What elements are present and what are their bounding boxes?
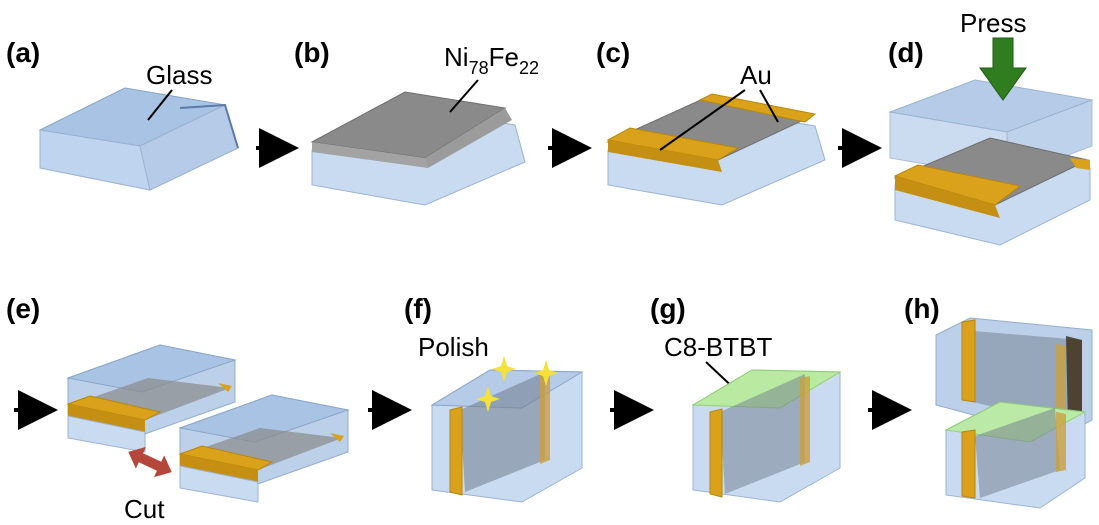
cut-arrow-icon <box>128 446 172 478</box>
panel-label-b: (b) <box>294 37 330 68</box>
glass-label: Glass <box>146 60 212 90</box>
panel-label-h: (h) <box>904 293 940 324</box>
press-label: Press <box>960 8 1026 38</box>
au-leader-line-2 <box>759 89 779 123</box>
nife-coated-slab <box>310 91 526 206</box>
panel-label-f: (f) <box>404 293 432 324</box>
assembled-bottom-block <box>944 401 1087 509</box>
c8btbt-label: C8-BTBT <box>664 332 772 362</box>
nife-leader-line <box>449 79 479 113</box>
stack-right <box>178 394 350 503</box>
press-arrow-icon <box>979 37 1027 101</box>
panel-label-c: (c) <box>596 37 630 68</box>
panel-d: (d) Press <box>888 8 1094 246</box>
au-contact-slab <box>606 93 826 206</box>
panel-a: (a) Glass <box>6 37 239 191</box>
sparkle-icon-2 <box>534 360 558 386</box>
c8btbt-block <box>691 369 842 503</box>
panel-label-d: (d) <box>888 37 924 68</box>
panel-e: (e) Cut <box>6 293 350 524</box>
stack-left <box>66 344 237 453</box>
glass-leader-line <box>147 89 173 121</box>
polish-label: Polish <box>418 332 489 362</box>
panel-label-a: (a) <box>6 37 40 68</box>
panel-c: (c) Au <box>596 37 826 206</box>
sparkle-icon-3 <box>476 386 500 412</box>
cut-label: Cut <box>124 494 165 524</box>
au-leader-line-1 <box>659 89 746 151</box>
nife-label: Ni78Fe22 <box>444 42 539 78</box>
sparkle-icon-1 <box>492 356 516 382</box>
panel-label-e: (e) <box>6 293 40 324</box>
panel-g: (g) C8-BTBT <box>650 293 842 503</box>
glass-slab <box>38 87 239 191</box>
panel-f: (f) Polish <box>404 293 584 503</box>
polished-block <box>430 369 584 503</box>
panel-b: (b) Ni78Fe22 <box>294 37 539 206</box>
panel-h: (h) <box>904 293 1093 509</box>
panel-label-g: (g) <box>650 293 686 324</box>
au-label: Au <box>740 60 772 90</box>
press-bottom-slab <box>893 137 1091 246</box>
